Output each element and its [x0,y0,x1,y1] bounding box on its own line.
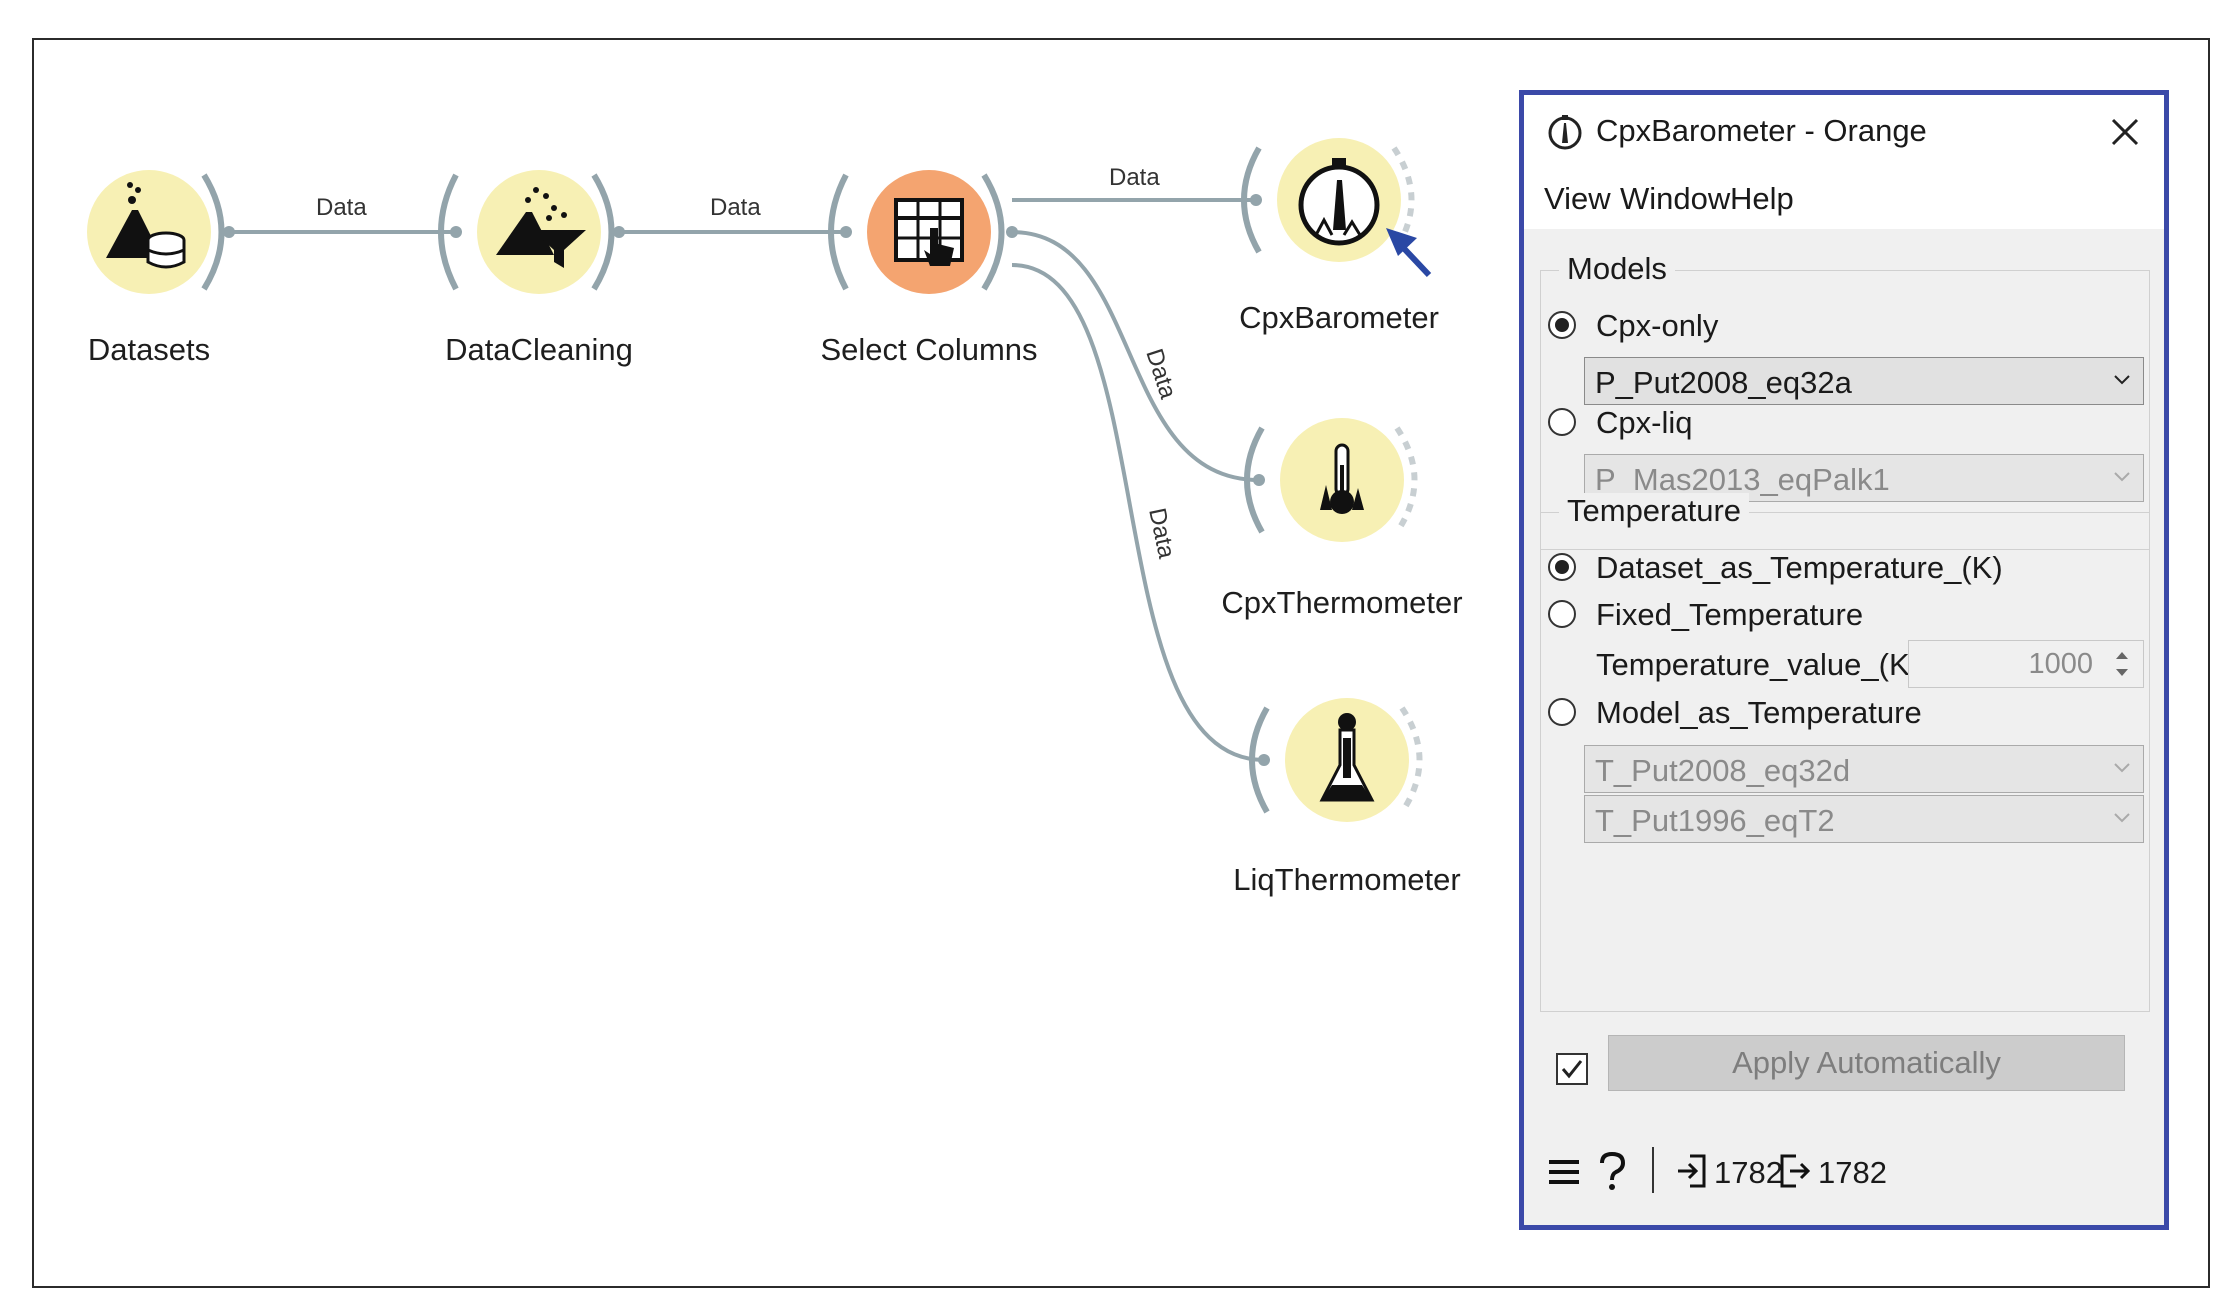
temperature-model-select-1[interactable]: T_Put2008_eq32d [1584,745,2144,793]
combo-value: P_Put2008_eq32a [1595,365,1852,400]
node-label-datasets: Datasets [87,332,211,367]
node-datacleaning-input-anchor [450,226,462,238]
spin-value: 1000 [2028,648,2093,680]
node-cpxthermometer-input-anchor [1253,474,1265,486]
radio-fixed-temperature[interactable]: Fixed_Temperature [1548,597,2108,637]
table-select-icon [894,198,964,266]
checkmark-icon [1561,1060,1583,1079]
models-group: Models [1540,251,2150,550]
apply-automatically-button[interactable]: Apply Automatically [1608,1035,2125,1091]
spin-arrows-icon[interactable] [2107,645,2137,683]
radio-label: Dataset_as_Temperature_(K) [1596,550,2003,585]
node-datasets-output-anchor [223,226,235,238]
node-datasets-output-bracket [201,173,225,291]
node-datacleaning-output-anchor [613,226,625,238]
close-button[interactable] [2102,109,2148,155]
node-datacleaning-input-bracket [438,173,459,291]
barometer-gauge-icon [1298,158,1380,246]
dialog-titlebar[interactable]: CpxBarometer - Orange [1524,95,2164,173]
node-select-columns-output-bracket [981,173,1005,291]
node-liqthermometer-input-bracket [1249,706,1270,814]
radio-label: Model_as_Temperature [1596,695,1922,730]
chevron-down-icon [2114,763,2130,773]
node-datacleaning[interactable] [438,170,625,294]
status-separator [1652,1147,1654,1193]
node-cpxthermometer-output-bracket [1394,426,1418,534]
combo-value: T_Put2008_eq32d [1595,753,1851,788]
node-label-select-columns: Select Columns [820,332,1038,367]
combo-value: P_Mas2013_eqPalk1 [1595,462,1890,497]
node-select-columns-input-anchor [840,226,852,238]
menu-bar: View Window Help [1524,173,2164,229]
menu-help[interactable]: Help [1730,181,1794,216]
node-cpxbarometer-input-anchor [1250,194,1262,206]
radio-label: Cpx-only [1596,308,1719,343]
radio-button[interactable] [1548,600,1576,628]
link-label: Data [1109,164,1160,191]
status-bar: 1782 1782 [1524,1105,2164,1215]
models-group-title: Models [1559,251,1675,287]
output-count: 1782 [1818,1155,1887,1190]
node-select-columns-output-anchor [1006,226,1018,238]
temperature-group-title: Temperature [1559,493,1750,529]
workflow-canvas: Data Data Data Data Data [87,138,1432,822]
apply-automatically-checkbox[interactable] [1556,1053,1588,1085]
radio-label: Cpx-liq [1596,405,1693,440]
temperature-group: Temperature [1540,493,2150,1012]
link-selectcolumns-cpxthermometer [1011,230,1260,482]
node-liqthermometer-output-bracket [1399,706,1423,814]
node-datasets[interactable] [87,170,235,294]
node-liqthermometer-input-anchor [1258,754,1270,766]
mouse-pointer-arrow-icon [1386,228,1432,278]
radio-model-as-temperature[interactable]: Model_as_Temperature [1548,695,2108,735]
node-cpxbarometer[interactable] [1241,138,1415,262]
close-icon [2111,118,2139,146]
temperature-value-label: Temperature_value_(K) [1596,647,1920,682]
output-signal-icon [1780,1154,1811,1188]
node-select-columns-input-bracket [828,173,849,291]
node-cpxbarometer-input-bracket [1241,146,1262,254]
menu-window[interactable]: Window [1620,181,1731,216]
radio-cpx-liq[interactable]: Cpx-liq [1548,405,1948,445]
node-label-liqthermometer: LiqThermometer [1233,862,1461,897]
radio-cpx-only[interactable]: Cpx-only [1548,308,1948,348]
liquid-thermometer-icon [1319,713,1375,802]
combo-value: T_Put1996_eqT2 [1595,803,1835,838]
input-count: 1782 [1714,1155,1783,1190]
menu-view[interactable]: View [1544,181,1611,216]
node-label-cpxbarometer: CpxBarometer [1239,300,1439,335]
link-label: Data [710,194,761,221]
dialog-title: CpxBarometer - Orange [1596,113,1927,148]
cpx-only-model-select[interactable]: P_Put2008_eq32a [1584,357,2144,405]
node-liqthermometer[interactable] [1249,698,1423,822]
node-cpxthermometer[interactable] [1244,418,1418,542]
temperature-value-spinbox[interactable]: 1000 [1908,640,2144,688]
volcano-filter-icon [496,187,586,268]
radio-button[interactable] [1548,408,1576,436]
radio-button[interactable] [1548,553,1576,581]
help-question-icon[interactable] [1596,1151,1628,1191]
input-signal-icon [1678,1154,1706,1188]
hamburger-menu-icon[interactable] [1546,1157,1582,1187]
node-cpxthermometer-input-bracket [1244,426,1265,534]
thermometer-crystal-icon [1320,443,1364,514]
link-label: Data [316,194,367,221]
radio-button[interactable] [1548,698,1576,726]
node-select-columns[interactable] [828,170,1018,294]
radio-dataset-as-temperature[interactable]: Dataset_as_Temperature_(K) [1548,550,2108,590]
radio-label: Fixed_Temperature [1596,597,1864,632]
temperature-model-select-2[interactable]: T_Put1996_eqT2 [1584,795,2144,843]
node-label-datacleaning: DataCleaning [445,332,633,367]
chevron-down-icon [2114,472,2130,482]
link-label: Data [1143,506,1180,562]
chevron-down-icon [2114,813,2130,823]
radio-button[interactable] [1548,311,1576,339]
chevron-down-icon [2114,375,2130,385]
cpxbarometer-dialog: CpxBarometer - Orange View Window Help M… [1519,90,2169,1230]
barometer-app-icon [1548,115,1582,150]
link-selectcolumns-liqthermometer [1011,263,1265,762]
node-label-cpxthermometer: CpxThermometer [1221,585,1463,620]
node-datacleaning-output-bracket [591,173,615,291]
volcano-database-icon [106,182,186,269]
